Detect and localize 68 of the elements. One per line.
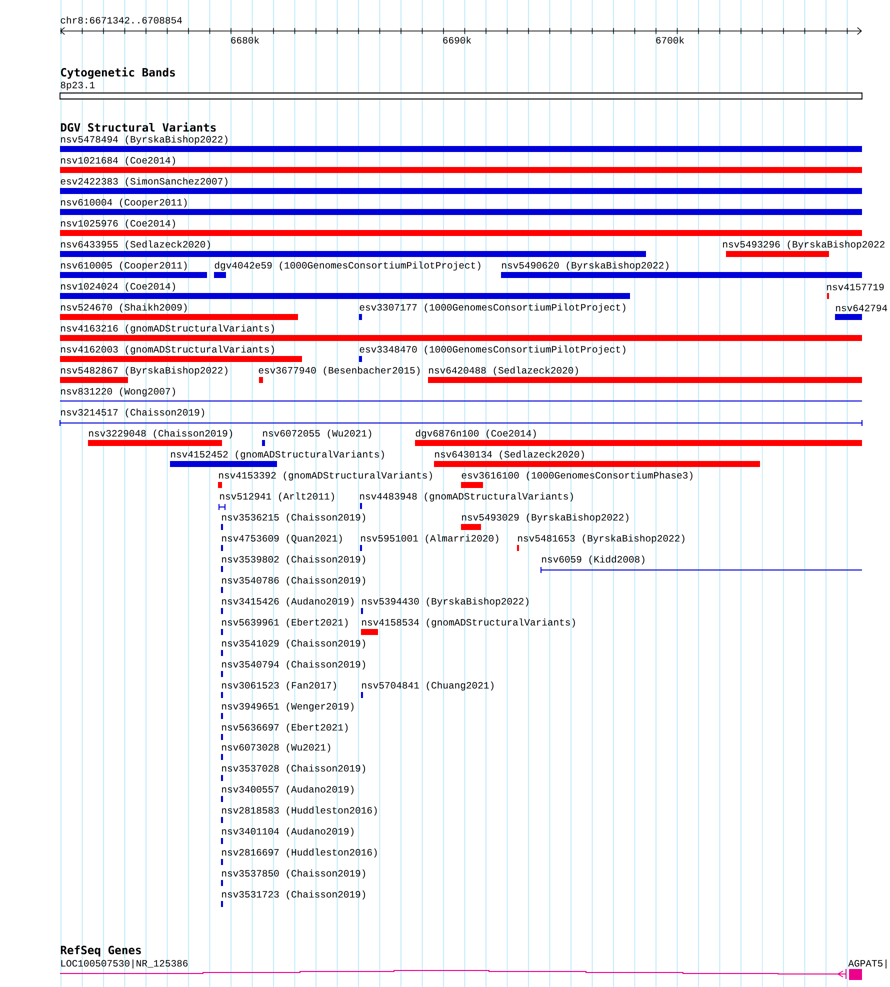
- variant-label: dgv6876n100 (Coe2014): [416, 429, 536, 439]
- variant-label: nsv5490620 (ByrskaBishop2022): [502, 261, 668, 271]
- axis-tick-label: 6680k: [231, 36, 260, 44]
- variant-label: nsv3541029 (Chaisson2019): [222, 639, 366, 649]
- gene-label: AGPAT5|: [848, 959, 886, 969]
- variant-label: nsv2818583 (Huddleston2016): [222, 806, 377, 816]
- variant-label: nsv3540794 (Chaisson2019): [222, 660, 366, 670]
- variant-label: esv3307177 (1000GenomesConsortiumPilotProject): [360, 303, 626, 313]
- variant-label: nsv6072055 (Wu2021): [263, 429, 372, 439]
- variant-label: nsv4158534 (gnomADStructuralVariants): [362, 618, 575, 628]
- variant-label: nsv4153392 (gnomADStructuralVariants): [219, 471, 432, 481]
- variant-label: nsv3949651 (Wenger2019): [222, 702, 354, 712]
- variant-label: nsv3229048 (Chaisson2019): [89, 429, 232, 439]
- track-label: 8p23.1: [60, 82, 95, 90]
- variant-label: nsv4163216 (gnomADStructuralVariants): [61, 324, 274, 334]
- variant-label: nsv5951001 (Almarri2020): [361, 534, 498, 544]
- variant-label: nsv6433955 (Sedlazeck2020): [61, 240, 210, 250]
- variant-label: nsv3536215 (Chaisson2019): [222, 513, 366, 523]
- variant-label: nsv831220 (Wong2007): [61, 387, 175, 397]
- axis-tick-label: 6690k: [443, 36, 472, 44]
- variant-label: nsv5639961 (Ebert2021): [222, 618, 348, 628]
- variant-label: nsv512941 (Arlt2011): [220, 492, 334, 502]
- variant-label: nsv6059 (Kidd2008): [542, 555, 644, 565]
- variant-label: nsv2816697 (Huddleston2016): [222, 848, 377, 858]
- variant-label: nsv642794: [836, 304, 888, 312]
- variant-label: nsv5636697 (Ebert2021): [222, 723, 348, 733]
- variant-label: nsv3214517 (Chaisson2019): [61, 408, 204, 418]
- variant-label: nsv5493296 (ByrskaBishop2022: [723, 240, 884, 250]
- variant-label: nsv610004 (Cooper2011): [61, 198, 187, 208]
- variant-label: nsv5704841 (Chuang2021): [362, 681, 494, 691]
- variant-label: nsv3537850 (Chaisson2019): [222, 869, 366, 879]
- variant-label: nsv524670 (Shaikh2009): [61, 303, 187, 313]
- variant-label: nsv1021684 (Coe2014): [61, 156, 175, 166]
- variant-label: esv3616100 (1000GenomesConsortiumPhase3): [462, 471, 692, 481]
- variant-label: nsv3415426 (Audano2019): [222, 597, 354, 607]
- variant-label: nsv4162003 (gnomADStructuralVariants): [61, 345, 274, 355]
- variant-label: nsv5481653 (ByrskaBishop2022): [518, 534, 684, 544]
- variant-label: nsv1024024 (Coe2014): [61, 282, 175, 292]
- variant-label: nsv4753609 (Quan2021): [222, 534, 342, 544]
- variant-label: nsv4157719: [827, 284, 884, 290]
- variant-label: nsv6073028 (Wu2021): [222, 743, 330, 753]
- position-label: chr8:6671342..6708854: [60, 16, 182, 24]
- variant-label: nsv5394430 (ByrskaBishop2022): [362, 597, 528, 607]
- track-title: Cytogenetic Bands: [61, 67, 175, 79]
- variant-label: nsv6430134 (Sedlazeck2020): [435, 450, 584, 460]
- variant-label: nsv4483948 (gnomADStructuralVariants): [360, 492, 573, 502]
- variant-label: esv3677940 (Besenbacher2015): [258, 366, 420, 376]
- variant-label: nsv5493029 (ByrskaBishop2022): [462, 513, 628, 523]
- track-title: DGV Structural Variants: [60, 122, 216, 132]
- variant-label: nsv3061523 (Fan2017): [222, 681, 336, 691]
- variant-label: nsv610005 (Cooper2011): [61, 261, 187, 271]
- variant-label: nsv3400557 (Audano2019): [222, 785, 354, 795]
- variant-label: nsv5482867 (ByrskaBishop2022): [61, 366, 228, 376]
- variant-label: nsv3537028 (Chaisson2019): [222, 764, 366, 774]
- variant-label: nsv3531723 (Chaisson2019): [222, 890, 366, 900]
- gene-label: LOC100507530|NR_125386: [61, 959, 188, 969]
- variant-label: nsv3540786 (Chaisson2019): [222, 576, 366, 586]
- variant-label: nsv4152452 (gnomADStructuralVariants): [171, 450, 384, 460]
- variant-label: nsv1025976 (Coe2014): [61, 219, 175, 229]
- variant-label: nsv3539802 (Chaisson2019): [222, 555, 366, 565]
- variant-label: nsv5478494 (ByrskaBishop2022): [61, 135, 228, 145]
- variant-label: nsv6420488 (Sedlazeck2020): [429, 366, 578, 376]
- variant-label: esv2422383 (SimonSanchez2007): [60, 177, 228, 187]
- track-title: RefSeq Genes: [60, 946, 141, 956]
- variant-label: dgv4042e59 (1000GenomesConsortiumPilotProject): [214, 261, 480, 271]
- variant-label: esv3348470 (1000GenomesConsortiumPilotProject): [360, 345, 626, 355]
- variant-label: nsv3401104 (Audano2019): [222, 827, 354, 837]
- axis-tick-label: 6700k: [656, 36, 684, 44]
